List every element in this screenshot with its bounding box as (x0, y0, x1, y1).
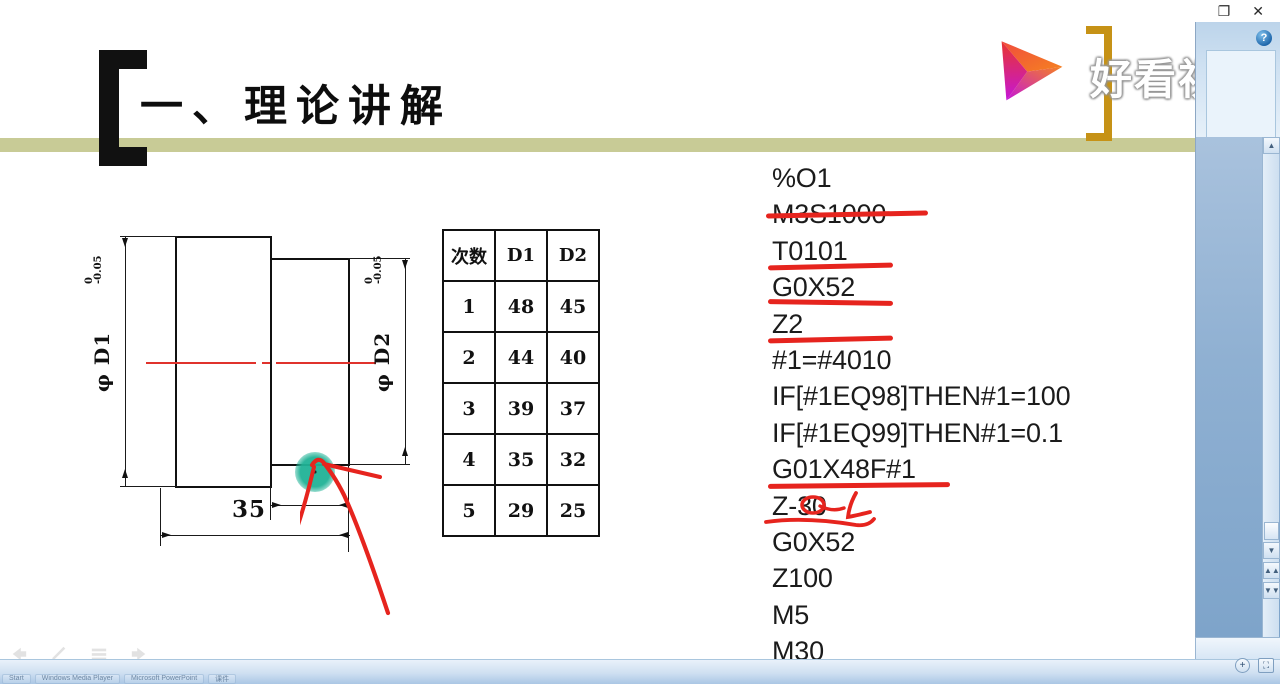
zoom-controls[interactable]: + ⛶ (1235, 658, 1274, 673)
previous-slide-button[interactable]: ▲▲ (1263, 562, 1280, 579)
page-title: 一、理论讲解 (140, 82, 452, 132)
gcode-line: IF[#1EQ99]THEN#1=0.1 (772, 415, 1172, 451)
table-cell: 39 (494, 382, 548, 435)
haokan-video-watermark: 好看视频 (992, 18, 1200, 141)
gcode-line: Z2 (767, 306, 1172, 343)
gcode-line: G01X48F#1 (767, 451, 1172, 489)
dim-label-length: 35 (232, 496, 267, 523)
table-header-cell: D2 (546, 229, 600, 282)
gcode-line: Z100 (772, 560, 1172, 596)
gcode-line: IF[#1EQ98]THEN#1=100 (772, 378, 1172, 414)
help-icon[interactable]: ? (1256, 30, 1272, 46)
table-header-cell: D1 (494, 229, 548, 282)
table-cell: 44 (494, 331, 548, 384)
gcode-line: %O1 (772, 160, 1172, 196)
gcode-line: G0X52 (767, 269, 1172, 306)
zoom-in-button[interactable]: + (1235, 658, 1250, 673)
gcode-line: M30 (772, 633, 1172, 660)
table-cell: 32 (546, 433, 600, 486)
taskbar-item[interactable]: Start (2, 673, 31, 684)
gcode-line-text: #1=#4010 (772, 345, 892, 376)
taskbar-item[interactable]: 课件 (208, 673, 237, 684)
pen-icon[interactable] (48, 645, 70, 660)
header-accent-band (0, 138, 1200, 152)
gcode-line: Z-30 15 (764, 488, 1172, 527)
watermark-text: 好看视频 (1090, 55, 1200, 104)
ppt-pane-footer (1195, 637, 1280, 659)
scroll-up-button[interactable]: ▲ (1263, 137, 1280, 154)
ppt-panel-content-area (1206, 50, 1276, 137)
ppt-slide-pane-background: ▲ ▼ ▲▲ ▼▼ (1195, 137, 1280, 637)
table-cell: 29 (494, 484, 548, 537)
table-cell: 37 (546, 382, 600, 435)
dim-tolerance-d2: 0 -0.05 (364, 255, 385, 284)
prev-slide-icon[interactable] (8, 645, 30, 660)
gcode-line-text: IF[#1EQ98]THEN#1=100 (772, 381, 1071, 412)
table-cell: 3 (442, 382, 496, 435)
gcode-line: #1=#4010 (772, 342, 1172, 378)
taskbar-item[interactable]: Microsoft PowerPoint (124, 673, 205, 684)
table-cell: 1 (442, 280, 496, 333)
gcode-line: M5 (772, 597, 1172, 633)
gcode-line-text: G01X48F#1 (772, 454, 916, 485)
table-cell: 2 (442, 331, 496, 384)
next-slide-icon[interactable] (128, 645, 150, 660)
table-cell: 25 (546, 484, 600, 537)
table-cell: 48 (494, 280, 548, 333)
gcode-line-text: M30 (772, 636, 824, 660)
gcode-line-text: Z2 (772, 308, 804, 339)
ppt-right-panel-header: ? (1195, 22, 1280, 137)
gcode-line: G0X52 (772, 524, 1172, 560)
vertical-scrollbar[interactable]: ▲ ▼ ▲▲ ▼▼ (1262, 137, 1280, 637)
table-cell: 45 (546, 280, 600, 333)
taskbar-item[interactable]: Windows Media Player (34, 673, 120, 684)
table-cell: 4 (442, 433, 496, 486)
stepped-shaft-drawing: φ D1 0 -0.05 φ D2 0 -0.05 35 (80, 222, 430, 622)
powerpoint-status-bar (0, 659, 1280, 673)
scroll-down-button[interactable]: ▼ (1263, 542, 1280, 559)
table-header-row: 次数 D1 D2 (442, 229, 600, 282)
table-cell: 40 (546, 331, 600, 384)
gcode-line-text: M5 (772, 599, 810, 630)
menu-icon[interactable] (88, 645, 110, 660)
table-cell: 35 (494, 433, 548, 486)
haokan-play-logo (1001, 41, 1063, 101)
handwritten-correction-value: 15 (892, 490, 893, 526)
slide-stage: 一、理论讲解 φ D1 0 -0.05 (0, 18, 1200, 660)
gcode-line-text: Z100 (772, 563, 833, 594)
powerpoint-window-chrome: ❐ ✕ ? ▲ ▼ ▲▲ ▼▼ (1195, 0, 1280, 684)
close-window-button[interactable]: ✕ (1252, 3, 1264, 19)
table-header-cell: 次数 (442, 229, 496, 282)
gcode-line: M3S1000 (765, 196, 1172, 232)
gcode-line-text: %O1 (772, 163, 832, 193)
slideshow-nav-toolbar[interactable] (8, 645, 150, 660)
title-bracket-decoration (99, 50, 147, 166)
window-control-buttons: ❐ ✕ (1195, 0, 1280, 22)
gcode-line-text: G0X52 (772, 527, 856, 558)
dim-label-d1: φ D1 (90, 331, 115, 393)
gcode-line-text: G0X52 (772, 272, 856, 303)
table-cell: 5 (442, 484, 496, 537)
laser-pointer-highlight (295, 452, 335, 492)
scrollbar-thumb[interactable] (1264, 522, 1279, 540)
restore-window-button[interactable]: ❐ (1217, 3, 1231, 19)
dim-tolerance-d1: 0 -0.05 (84, 255, 105, 284)
watermark-bracket-decoration (1086, 26, 1112, 141)
dim-label-d2: φ D2 (370, 331, 395, 393)
fit-to-window-button[interactable]: ⛶ (1258, 658, 1274, 673)
next-slide-button[interactable]: ▼▼ (1263, 582, 1280, 599)
gcode-line-text: IF[#1EQ99]THEN#1=0.1 (772, 417, 1063, 448)
gcode-line-text: T0101 (772, 235, 848, 266)
gcode-line-text: Z-30 (772, 490, 827, 521)
gcode-line: T0101 (767, 233, 1172, 270)
